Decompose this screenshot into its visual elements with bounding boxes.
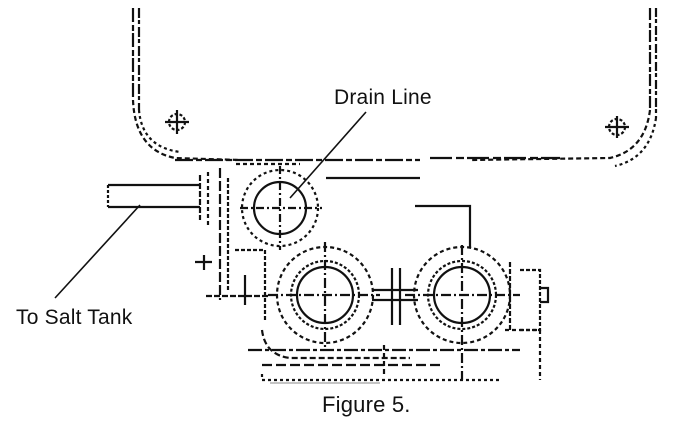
tank-frame-right xyxy=(469,8,658,168)
left-crosshair-marker xyxy=(165,110,189,134)
salt-tank-label: To Salt Tank xyxy=(16,306,133,329)
drain-line-leader xyxy=(289,111,367,199)
tank-frame-left xyxy=(131,8,241,162)
salt-tank-leader xyxy=(54,204,141,299)
center-valve xyxy=(268,242,380,350)
manifold-top-line xyxy=(175,156,560,180)
valve-connecting-shaft xyxy=(372,268,418,375)
drain-port xyxy=(218,166,322,300)
drain-line-label: Drain Line xyxy=(334,86,432,109)
figure-caption: Figure 5. xyxy=(322,392,411,417)
right-crosshair-marker xyxy=(605,116,629,138)
right-end-fitting xyxy=(415,204,550,380)
valve-body-lower xyxy=(248,329,520,384)
right-valve xyxy=(405,245,520,380)
left-lower-fitting xyxy=(195,248,270,320)
salt-tank-pipe xyxy=(106,172,210,225)
